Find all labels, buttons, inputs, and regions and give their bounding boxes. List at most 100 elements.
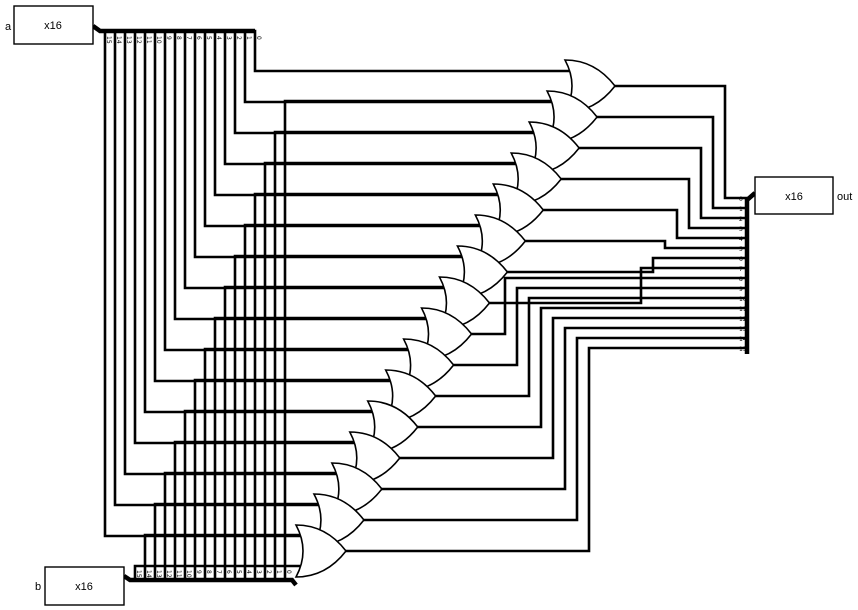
bus-b-bit-label: 14 [145, 570, 152, 578]
wire-a-bit[interactable] [103, 29, 304, 538]
bus-out-bit-label: 14 [739, 336, 747, 343]
bus-a-bit-label: 6 [195, 36, 202, 40]
bus-b-bit-label: 11 [175, 570, 182, 578]
wire-a-bit[interactable] [113, 29, 322, 507]
wire-out-bit[interactable] [344, 346, 749, 553]
wire-out-bit[interactable] [577, 146, 749, 220]
wire-b-bit[interactable] [233, 254, 483, 582]
or-gate[interactable] [294, 524, 348, 578]
input-pin-a-width: x16 [44, 20, 62, 32]
bus-a-bit-label: 12 [135, 36, 142, 44]
output-pin-out-label: out [837, 191, 852, 203]
bus-b-bit-label: 10 [185, 570, 192, 578]
wire-a-bit[interactable] [183, 29, 447, 290]
bus-b-bit-label: 13 [155, 570, 162, 578]
wire-a-bit[interactable] [203, 29, 483, 228]
bus-out[interactable] [744, 191, 757, 354]
bus-b-bit-label: 1 [275, 570, 282, 574]
output-pin-out-width: x16 [785, 191, 803, 203]
wire-out-bit[interactable] [613, 84, 749, 200]
bus-a-bit-label: 14 [115, 36, 122, 44]
bus-a-bit-label: 4 [215, 36, 222, 40]
bus-b-bit-label: 4 [245, 570, 252, 574]
output-pin-out-box[interactable] [754, 176, 834, 215]
wire-out-bit[interactable] [416, 306, 749, 429]
bus-out-bit-label: 6 [739, 256, 743, 263]
wire-b-bit[interactable] [133, 564, 304, 582]
bus-out-bit-label: 15 [739, 346, 747, 353]
wire-a-bit[interactable] [133, 29, 358, 445]
bus-b-bit-label: 6 [225, 570, 232, 574]
bus-b-bit-label: 0 [285, 570, 292, 574]
bus-a-bit-label: 11 [145, 36, 152, 44]
bus-a-bit-label: 0 [255, 36, 262, 40]
bus-a-bit-label: 10 [155, 36, 162, 44]
input-pin-b[interactable]: x16 b [35, 566, 125, 606]
bus-out-bit-label: 1 [739, 206, 743, 213]
wire-a-bit[interactable] [163, 29, 411, 352]
bus-b-bit-label: 12 [165, 570, 172, 578]
input-pin-b-width: x16 [75, 581, 93, 593]
bus-out-bit-label: 7 [739, 266, 743, 273]
wire-a-bit[interactable] [233, 29, 537, 135]
wire-a-bit[interactable] [223, 29, 519, 166]
bus-a-bit-label: 2 [235, 36, 242, 40]
wire-a-bit[interactable] [243, 29, 555, 104]
bus-out-bit-label: 9 [739, 286, 743, 293]
wire-out-bit[interactable] [506, 256, 749, 274]
wire-out-bit[interactable] [362, 336, 749, 522]
bus-a[interactable] [91, 24, 255, 34]
wire-out-bit[interactable] [398, 316, 749, 460]
wire-a-bit[interactable] [173, 29, 429, 321]
wire-a-bit[interactable] [153, 29, 393, 383]
bus-out-bit-label: 2 [739, 216, 743, 223]
bus-a-bit-label: 8 [175, 36, 182, 40]
bus-out-bit-label: 5 [739, 246, 743, 253]
bus-a-bit-label: 9 [165, 36, 172, 40]
bus-b-bit-label: 9 [195, 570, 202, 574]
input-pin-a-box[interactable] [13, 5, 94, 45]
wire-out-bit[interactable] [470, 276, 749, 336]
bus-a-bit-label: 5 [205, 36, 212, 40]
bus-out-bit-label: 10 [739, 296, 747, 303]
bus-out-bit-label: 12 [739, 316, 747, 323]
bus-b-bit-label: 3 [255, 570, 262, 574]
input-pin-b-label: b [35, 581, 41, 593]
bus-out-bit-label: 13 [739, 326, 747, 333]
bus-out-bit-label: 3 [739, 226, 743, 233]
wire-out-bit[interactable] [559, 177, 749, 230]
bus-layer [91, 24, 757, 587]
input-pin-a-label: a [5, 21, 12, 33]
bus-a-bit-label: 3 [225, 36, 232, 40]
bus-b-bit-label: 15 [135, 570, 142, 578]
bus-b-bit-label: 8 [205, 570, 212, 574]
bus-a-bit-label: 7 [185, 36, 192, 40]
wire-out-bit[interactable] [434, 296, 749, 398]
wire-a-bit[interactable] [193, 29, 465, 259]
bus-out-bit-label: 8 [739, 276, 743, 283]
wire-out-bit[interactable] [595, 115, 749, 210]
input-pin-a[interactable]: x16 a [5, 5, 94, 45]
wire-a-bit[interactable] [253, 29, 573, 73]
wire-out-bit[interactable] [488, 266, 749, 305]
wire-a-bit[interactable] [123, 29, 340, 476]
input-pin-b-box[interactable] [44, 566, 125, 606]
wire-a-bit[interactable] [213, 29, 501, 197]
wire-a-bit[interactable] [143, 29, 376, 414]
bus-a-bit-label: 13 [125, 36, 132, 44]
wire-layer [103, 29, 749, 582]
bus-b-bit-label: 7 [215, 570, 222, 574]
bus-out-bit-label: 11 [739, 306, 747, 313]
bus-out-bit-label: 4 [739, 236, 743, 243]
output-pin-out[interactable]: x16 out [754, 176, 852, 215]
wire-out-bit[interactable] [524, 239, 749, 250]
bus-a-bit-label: 1 [245, 36, 252, 40]
wire-out-bit[interactable] [452, 286, 749, 367]
bus-out-bit-label: 0 [739, 196, 743, 203]
wire-out-bit[interactable] [380, 326, 749, 491]
bus-b-bit-label: 5 [235, 570, 242, 574]
wire-out-bit[interactable] [541, 208, 749, 240]
bus-b[interactable] [122, 574, 298, 587]
or-gate-layer [294, 59, 617, 578]
